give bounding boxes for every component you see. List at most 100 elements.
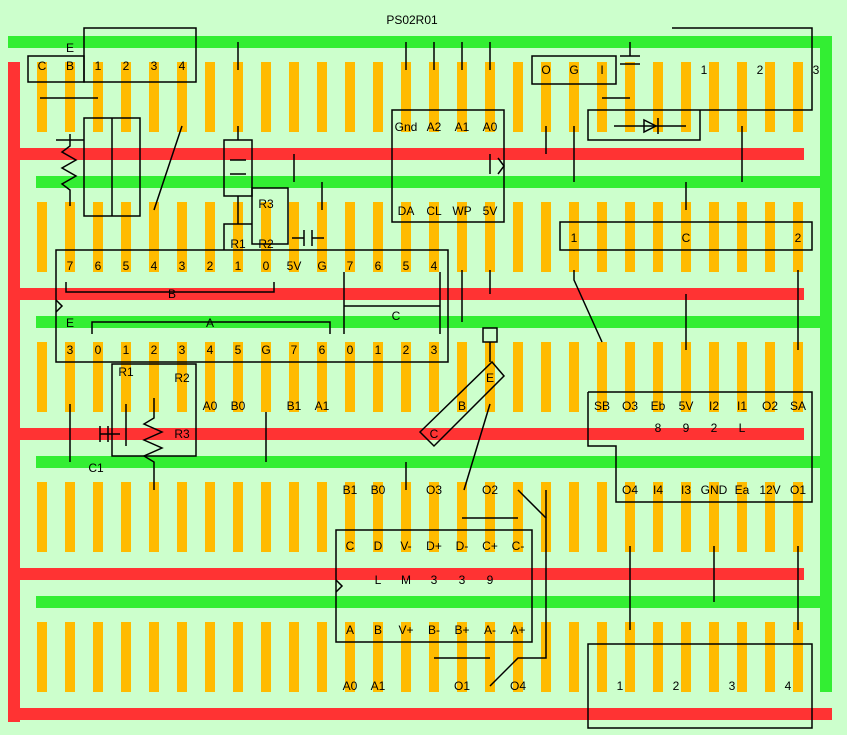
copper-strip xyxy=(317,342,327,412)
copper-strip xyxy=(289,482,299,552)
copper-strip xyxy=(541,202,551,272)
copper-strip xyxy=(345,62,355,132)
copper-strip xyxy=(373,62,383,132)
signal-label: O3 xyxy=(426,483,442,497)
resistor-label: R3 xyxy=(258,197,274,211)
copper-strip xyxy=(373,482,383,552)
connector-pin-label: O xyxy=(541,63,550,77)
copper-strip xyxy=(149,622,159,692)
copper-strip xyxy=(373,342,383,412)
bus-label: A xyxy=(206,316,214,330)
capacitor-label: C1 xyxy=(88,461,104,475)
copper-strip xyxy=(625,62,635,132)
signal-label: A1 xyxy=(315,399,330,413)
resistor-box-lower xyxy=(111,363,197,457)
driver-pin-label: C xyxy=(346,539,355,553)
copper-strip xyxy=(709,482,719,552)
chip-pin-label: 6 xyxy=(375,259,382,273)
module-pin-label: Ea xyxy=(735,483,750,497)
driver-pin-label: D- xyxy=(456,539,469,553)
copper-strip xyxy=(401,202,411,272)
copper-strip xyxy=(653,482,663,552)
signal-label: O4 xyxy=(510,679,526,693)
copper-strip xyxy=(625,342,635,412)
connector-pin-label: G xyxy=(569,63,578,77)
chip-notch xyxy=(55,299,64,313)
copper-strip xyxy=(765,622,775,692)
module-pin-label: Eb xyxy=(651,399,666,413)
module-pin-label: SB xyxy=(594,399,610,413)
signal-label: O1 xyxy=(454,679,470,693)
resistor-label: R2 xyxy=(174,371,190,385)
copper-strip xyxy=(121,342,131,412)
chip-pin-label: 4 xyxy=(431,259,438,273)
copper-strip xyxy=(401,482,411,552)
copper-strip xyxy=(737,342,747,412)
connector-br-box xyxy=(587,643,813,729)
copper-strip xyxy=(429,622,439,692)
transistor-pin-label: E xyxy=(486,371,494,385)
copper-strip xyxy=(65,62,75,132)
copper-strip xyxy=(93,482,103,552)
resistor-r3-box xyxy=(251,187,289,245)
chip-pin-label: 5V xyxy=(287,259,302,273)
capacitor-pin-label: 1 xyxy=(571,231,578,245)
copper-strip xyxy=(793,622,803,692)
copper-strip xyxy=(653,62,663,132)
power-rail-4 xyxy=(20,568,804,580)
copper-strip xyxy=(513,342,523,412)
chip-pin-label: G xyxy=(261,343,270,357)
copper-strip xyxy=(653,622,663,692)
signal-label: A0 xyxy=(343,679,358,693)
resistor-label: R2 xyxy=(258,237,274,251)
chip-pin-label: 0 xyxy=(347,343,354,357)
copper-strip xyxy=(317,482,327,552)
signal-label: A1 xyxy=(371,679,386,693)
copper-strip xyxy=(261,202,271,272)
module-pin-label: GND xyxy=(701,483,728,497)
module-pin-label: SA xyxy=(790,399,806,413)
connector-pin-label: 2 xyxy=(123,59,130,73)
chip-pin-label: 1 xyxy=(235,259,242,273)
copper-strip xyxy=(485,62,495,132)
copper-strip xyxy=(569,62,579,132)
module-pin-label: 12V xyxy=(759,483,780,497)
copper-strip xyxy=(37,482,47,552)
power-rail-3 xyxy=(20,428,804,440)
signal-label: B0 xyxy=(371,483,386,497)
signal-label: B1 xyxy=(287,399,302,413)
chip-notch xyxy=(335,579,344,593)
copper-strip xyxy=(345,202,355,272)
eeprom-pin-label: DA xyxy=(398,204,415,218)
ground-rail-2 xyxy=(36,316,820,328)
chip-pin-label: 0 xyxy=(263,259,270,273)
copper-strip xyxy=(93,622,103,692)
copper-strip xyxy=(149,62,159,132)
copper-strip xyxy=(569,202,579,272)
bus-label: C xyxy=(392,309,401,323)
driver-pin-label: D+ xyxy=(426,539,442,553)
driver-pin-label: M xyxy=(401,573,411,587)
chip-pin-label: 4 xyxy=(207,343,214,357)
connector-tr-box xyxy=(587,27,813,141)
copper-strip xyxy=(177,62,187,132)
copper-strip xyxy=(149,342,159,412)
capacitor-pin-label: 2 xyxy=(795,231,802,245)
copper-strip xyxy=(37,342,47,412)
signal-label: B1 xyxy=(343,483,358,497)
copper-strip xyxy=(653,202,663,272)
eeprom-pin-label: WP xyxy=(452,204,471,218)
module-pin-label: I3 xyxy=(681,483,691,497)
copper-strip xyxy=(597,62,607,132)
copper-strip xyxy=(289,202,299,272)
driver-pin-label: A xyxy=(346,623,354,637)
copper-strip xyxy=(485,202,495,272)
chip-pin-label: 3 xyxy=(179,259,186,273)
module-pin-label: I1 xyxy=(737,399,747,413)
driver-pin-label: A- xyxy=(484,623,496,637)
copper-strip xyxy=(681,622,691,692)
driver-pin-label: L xyxy=(375,573,382,587)
copper-strips xyxy=(37,62,803,692)
